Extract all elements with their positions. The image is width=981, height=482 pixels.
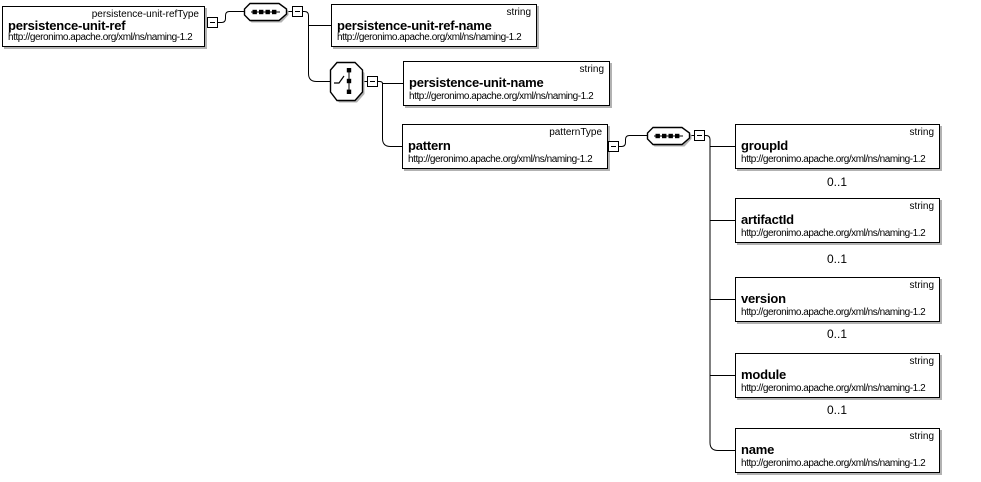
cardinality-label-module: 0..1 bbox=[826, 403, 848, 417]
element-type-label: string bbox=[909, 280, 934, 291]
element-name: version bbox=[741, 291, 786, 306]
element-box-name[interactable]: string name http://geronimo.apache.org/x… bbox=[735, 428, 940, 473]
cardinality-label-artifactId: 0..1 bbox=[826, 252, 848, 266]
collapse-button-sequence1[interactable] bbox=[292, 6, 303, 17]
element-type-label: patternType bbox=[549, 127, 602, 138]
element-type-label: string bbox=[909, 127, 934, 138]
element-namespace: http://geronimo.apache.org/xml/ns/naming… bbox=[408, 154, 593, 165]
element-namespace: http://geronimo.apache.org/xml/ns/naming… bbox=[741, 154, 926, 165]
collapse-minus-icon bbox=[370, 81, 375, 82]
element-box-artifactId[interactable]: string artifactId http://geronimo.apache… bbox=[735, 198, 940, 243]
sequence-icon-steps bbox=[252, 9, 277, 15]
element-box-version[interactable]: string version http://geronimo.apache.or… bbox=[735, 277, 940, 322]
element-namespace: http://geronimo.apache.org/xml/ns/naming… bbox=[409, 91, 594, 102]
sequence-compositor-icon[interactable] bbox=[243, 2, 291, 24]
element-box-persistence-unit-ref-name[interactable]: string persistence-unit-ref-name http://… bbox=[331, 4, 537, 47]
choice-compositor-icon[interactable] bbox=[328, 61, 368, 105]
element-namespace: http://geronimo.apache.org/xml/ns/naming… bbox=[8, 32, 193, 43]
element-namespace: http://geronimo.apache.org/xml/ns/naming… bbox=[337, 32, 522, 43]
element-type-label: string bbox=[506, 7, 531, 18]
element-name: persistence-unit-ref-name bbox=[337, 18, 492, 33]
collapse-minus-icon bbox=[210, 22, 215, 23]
element-box-groupId[interactable]: string groupId http://geronimo.apache.or… bbox=[735, 124, 940, 169]
collapse-minus-icon bbox=[295, 11, 300, 12]
cardinality-label-groupId: 0..1 bbox=[826, 175, 848, 189]
collapse-button-choice[interactable] bbox=[367, 76, 378, 87]
element-name: pattern bbox=[408, 138, 451, 153]
collapse-button-pattern[interactable] bbox=[608, 141, 619, 152]
element-namespace: http://geronimo.apache.org/xml/ns/naming… bbox=[741, 383, 926, 394]
cardinality-label-version: 0..1 bbox=[826, 327, 848, 341]
element-name: artifactId bbox=[741, 212, 794, 227]
collapse-button-root[interactable] bbox=[207, 17, 218, 28]
element-box-persistence-unit-ref[interactable]: persistence-unit-refType persistence-uni… bbox=[2, 6, 205, 47]
choice-icon-body bbox=[329, 61, 364, 102]
sequence-compositor-icon[interactable] bbox=[646, 126, 694, 148]
element-namespace: http://geronimo.apache.org/xml/ns/naming… bbox=[741, 458, 926, 469]
element-box-persistence-unit-name[interactable]: string persistence-unit-name http://gero… bbox=[403, 61, 610, 106]
element-type-label: string bbox=[909, 431, 934, 442]
element-name: persistence-unit-name bbox=[409, 75, 544, 90]
element-type-label: string bbox=[909, 356, 934, 367]
choice-icon-switch-arm bbox=[334, 75, 345, 84]
element-type-label: string bbox=[579, 64, 604, 75]
element-type-label: persistence-unit-refType bbox=[91, 9, 199, 20]
collapse-minus-icon bbox=[697, 135, 702, 136]
element-name: groupId bbox=[741, 138, 788, 153]
sequence-icon-steps bbox=[655, 133, 680, 139]
element-namespace: http://geronimo.apache.org/xml/ns/naming… bbox=[741, 228, 926, 239]
element-type-label: string bbox=[909, 201, 934, 212]
element-name: persistence-unit-ref bbox=[8, 18, 126, 33]
element-box-module[interactable]: string module http://geronimo.apache.org… bbox=[735, 353, 940, 398]
choice-icon-options bbox=[346, 68, 352, 94]
element-namespace: http://geronimo.apache.org/xml/ns/naming… bbox=[741, 307, 926, 318]
element-name: name bbox=[741, 442, 775, 457]
collapse-minus-icon bbox=[611, 146, 616, 147]
element-box-pattern[interactable]: patternType pattern http://geronimo.apac… bbox=[402, 124, 608, 169]
element-name: module bbox=[741, 367, 787, 382]
collapse-button-sequence2[interactable] bbox=[694, 130, 705, 141]
